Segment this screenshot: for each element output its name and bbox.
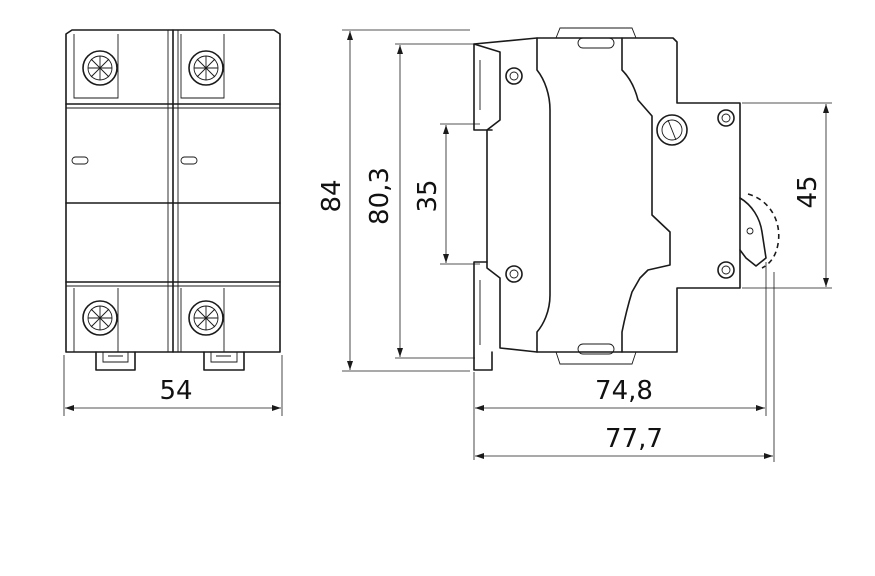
indicator-right (180, 156, 198, 165)
dim-label-77-7: 77,7 (605, 424, 663, 454)
din-clip-right (203, 351, 245, 371)
dim-label-35: 35 (413, 179, 443, 212)
lever-pivot-icon (656, 114, 688, 146)
side-screw-front-upper-icon (717, 109, 735, 127)
rail-clip (473, 43, 493, 371)
dim-rail-height: 35 (413, 123, 480, 265)
dim-total-height: 84 (317, 29, 470, 372)
dim-depth-total: 77,7 (475, 272, 775, 462)
side-screw-upper-icon (505, 67, 523, 85)
dim-depth: 74,8 (473, 262, 767, 460)
dim-label-80-3: 80,3 (365, 167, 395, 225)
side-screw-lower-icon (505, 265, 523, 283)
indicator-left (71, 156, 89, 165)
screw-bottom-right-icon (188, 300, 224, 336)
dim-body-height: 80,3 (365, 43, 475, 359)
screw-top-right-icon (188, 50, 224, 86)
front-view (65, 29, 281, 371)
side-view (473, 27, 780, 371)
front-body-outline (65, 29, 281, 353)
toggle-lever-off-position (747, 193, 780, 269)
dim-label-45: 45 (793, 175, 823, 208)
screw-top-left-icon (82, 50, 118, 86)
dim-front-width: 54 (63, 355, 283, 416)
dim-front-height: 45 (742, 102, 832, 289)
dim-label-74-8: 74,8 (595, 376, 653, 406)
dim-label-54: 54 (159, 376, 192, 406)
dim-label-84: 84 (317, 179, 347, 212)
din-clip-left (95, 351, 136, 371)
side-screw-front-lower-icon (717, 261, 735, 279)
screw-bottom-left-icon (82, 300, 118, 336)
toggle-lever (739, 197, 767, 267)
side-body-outline (473, 37, 741, 353)
